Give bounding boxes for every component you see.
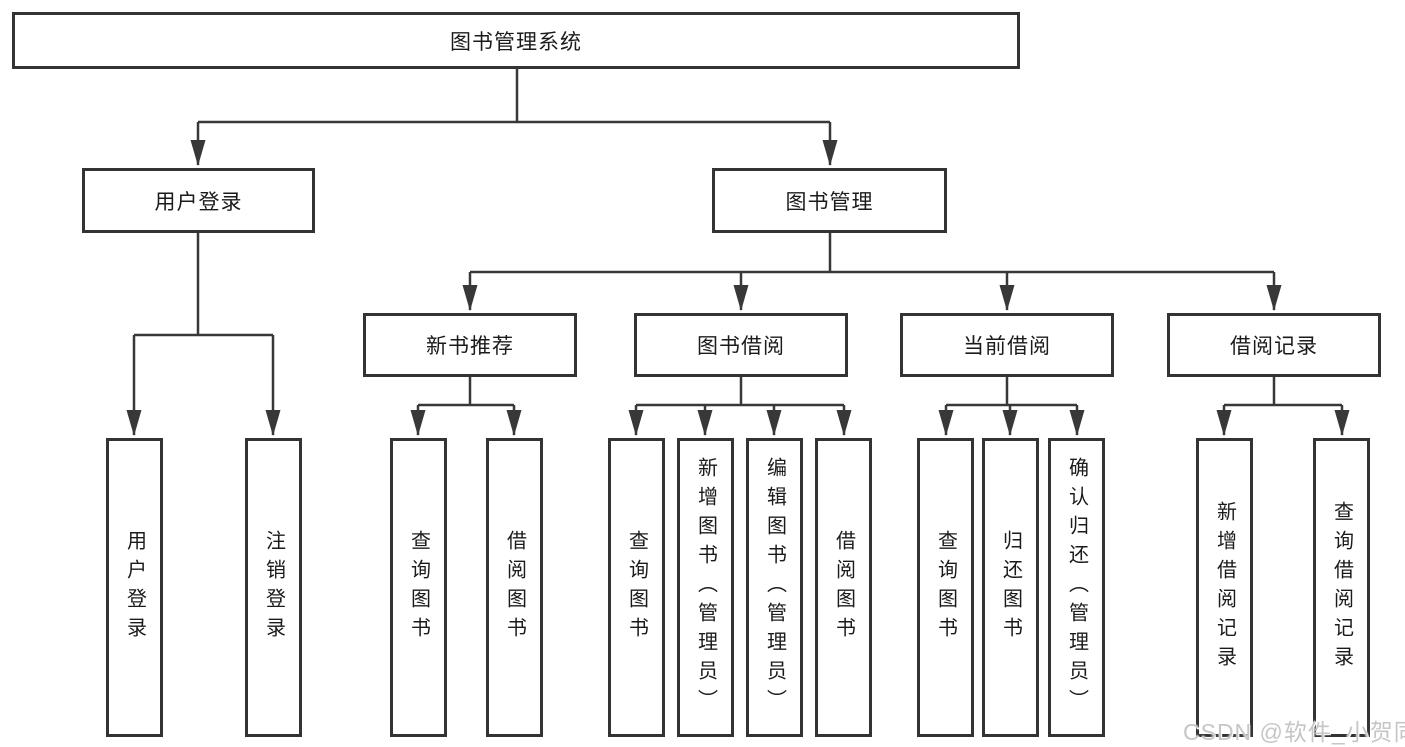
leaf-user-login: 用户登录	[106, 438, 163, 737]
connector-root-trunk	[198, 69, 830, 124]
node-user-login: 用户登录	[82, 168, 315, 233]
node-current-borrowing: 当前借阅	[900, 313, 1114, 377]
leaf-edit-books-admin: 编辑图书（管理员）	[746, 438, 803, 737]
node-library-system: 图书管理系统	[12, 12, 1020, 69]
leaf-query-books-borrow: 查询图书	[608, 438, 665, 737]
node-borrowing-records: 借阅记录	[1167, 313, 1381, 377]
node-book-management: 图书管理	[712, 168, 947, 233]
leaf-query-borrow-record: 查询借阅记录	[1313, 438, 1370, 737]
leaf-confirm-return-admin: 确认归还（管理员）	[1048, 438, 1105, 737]
node-new-book-recommendation: 新书推荐	[363, 313, 577, 377]
leaf-logout: 注销登录	[245, 438, 302, 737]
node-book-borrowing: 图书借阅	[634, 313, 848, 377]
connector-book-borrow-trunk	[636, 377, 844, 407]
leaf-add-books-admin: 新增图书（管理员）	[677, 438, 734, 737]
leaf-add-borrow-record: 新增借阅记录	[1196, 438, 1253, 737]
leaf-borrow-books: 借阅图书	[815, 438, 872, 737]
leaf-return-books: 归还图书	[982, 438, 1039, 737]
leaf-query-books-rec: 查询图书	[390, 438, 447, 737]
connector-new-book-rec-trunk	[418, 377, 514, 407]
leaf-borrow-books-rec: 借阅图书	[486, 438, 543, 737]
connector-current-borrow-trunk	[946, 377, 1077, 407]
connector-book-mgmt-trunk	[470, 233, 1274, 274]
csdn-watermark: CSDN @软件_小贺同学	[1183, 719, 1405, 745]
connector-borrow-records-trunk	[1224, 377, 1342, 407]
leaf-query-books-current: 查询图书	[917, 438, 974, 737]
connector-user-login-trunk	[134, 233, 273, 337]
